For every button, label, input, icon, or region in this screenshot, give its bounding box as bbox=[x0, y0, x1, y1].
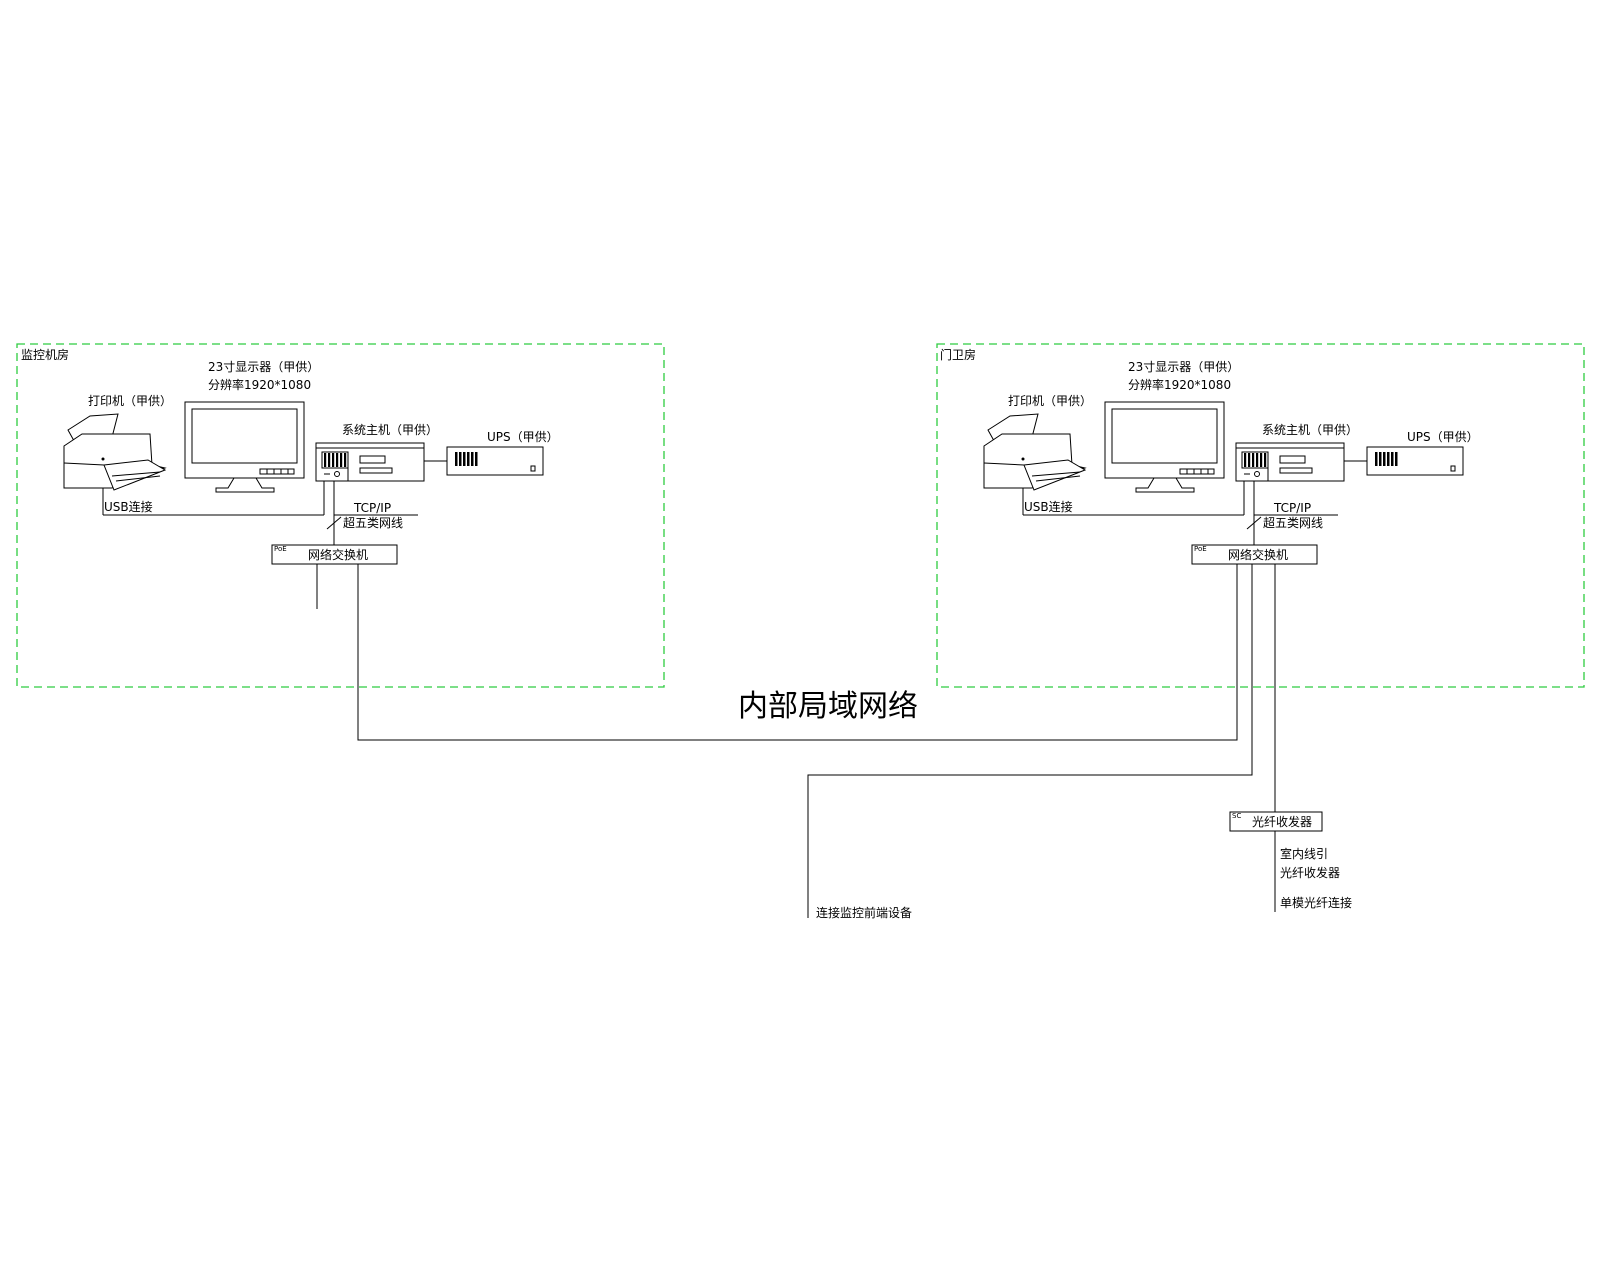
monitor-right: 23寸显示器（甲供） 分辨率1920*1080 bbox=[1104, 360, 1239, 493]
lan-link bbox=[357, 564, 1238, 741]
host-right: 系统主机（甲供） bbox=[1235, 423, 1358, 482]
transceiver-note-1: 室内线引 bbox=[1280, 846, 1328, 861]
transceiver-box bbox=[1229, 811, 1323, 832]
printer-label-right: 打印机（甲供） bbox=[1008, 394, 1092, 408]
zone-title-right: 门卫房 bbox=[940, 347, 976, 362]
switch-tag-right: PoE bbox=[1194, 545, 1207, 553]
zone-boundary-left bbox=[16, 343, 665, 688]
ups-right: UPS（甲供） bbox=[1366, 430, 1479, 476]
downstream-link bbox=[807, 564, 1253, 918]
monitor-name-right: 23寸显示器（甲供） bbox=[1128, 360, 1239, 374]
printer-tray-icon bbox=[103, 459, 167, 491]
printer-left: 打印机（甲供） bbox=[63, 394, 172, 491]
switch-tag-left: PoE bbox=[274, 545, 287, 553]
zone-boundary-right bbox=[936, 343, 1585, 688]
monitor-name-left: 23寸显示器（甲供） bbox=[208, 360, 319, 374]
cable-label-right: 超五类网线 bbox=[1263, 515, 1323, 530]
monitor-stand-icon bbox=[215, 477, 275, 493]
usb-label-right: USB连接 bbox=[1024, 499, 1073, 514]
monitor-stand-icon bbox=[1135, 477, 1195, 493]
transceiver-label: 光纤收发器 bbox=[1252, 814, 1312, 829]
monitor-resolution-left: 分辨率1920*1080 bbox=[208, 377, 311, 392]
printer-label-left: 打印机（甲供） bbox=[88, 394, 172, 408]
host-label-right: 系统主机（甲供） bbox=[1262, 423, 1358, 437]
protocol-label-right: TCP/IP bbox=[1273, 501, 1311, 515]
transceiver-note-2: 光纤收发器 bbox=[1280, 865, 1340, 880]
switch-right: PoE 网络交换机 bbox=[1191, 544, 1318, 565]
network-label: 内部局域网络 bbox=[738, 689, 918, 724]
switch-label-right: 网络交换机 bbox=[1228, 547, 1288, 562]
downstream-label-left: 连接监控前端设备 bbox=[816, 905, 912, 920]
transceiver-note-3: 单模光纤连接 bbox=[1280, 895, 1352, 910]
usb-label-left: USB连接 bbox=[104, 499, 153, 514]
ups-label-left: UPS（甲供） bbox=[487, 430, 559, 444]
switch-label-left: 网络交换机 bbox=[308, 547, 368, 562]
monitor-screen-icon bbox=[1111, 408, 1218, 464]
zone-monitoring-room: 监控机房 打印机（甲供） 23寸显示器（甲供） 分辨率1920*1080 bbox=[16, 343, 665, 688]
protocol-label-left: TCP/IP bbox=[353, 501, 391, 515]
ups-left: UPS（甲供） bbox=[446, 430, 559, 476]
monitor-resolution-right: 分辨率1920*1080 bbox=[1128, 377, 1231, 392]
monitor-screen-icon bbox=[191, 408, 298, 464]
printer-tray-icon bbox=[1023, 459, 1087, 491]
switch-left: PoE 网络交换机 bbox=[271, 544, 398, 565]
zone-guard-room: 门卫房 打印机（甲供） 23寸显示器（甲供） 分辨率1920*1080 bbox=[936, 343, 1585, 688]
switch-box-left bbox=[271, 544, 398, 565]
switch-box-right bbox=[1191, 544, 1318, 565]
monitor-left: 23寸显示器（甲供） 分辨率1920*1080 bbox=[184, 360, 319, 493]
cable-label-left: 超五类网线 bbox=[343, 515, 403, 530]
host-label-left: 系统主机（甲供） bbox=[342, 423, 438, 437]
transceiver-tag: SC bbox=[1232, 812, 1241, 820]
printer-right: 打印机（甲供） bbox=[983, 394, 1092, 491]
zone-title-left: 监控机房 bbox=[21, 347, 69, 362]
fiber-transceiver: SC 光纤收发器 bbox=[1229, 811, 1323, 832]
ups-label-right: UPS（甲供） bbox=[1407, 430, 1479, 444]
host-left: 系统主机（甲供） bbox=[315, 423, 438, 482]
